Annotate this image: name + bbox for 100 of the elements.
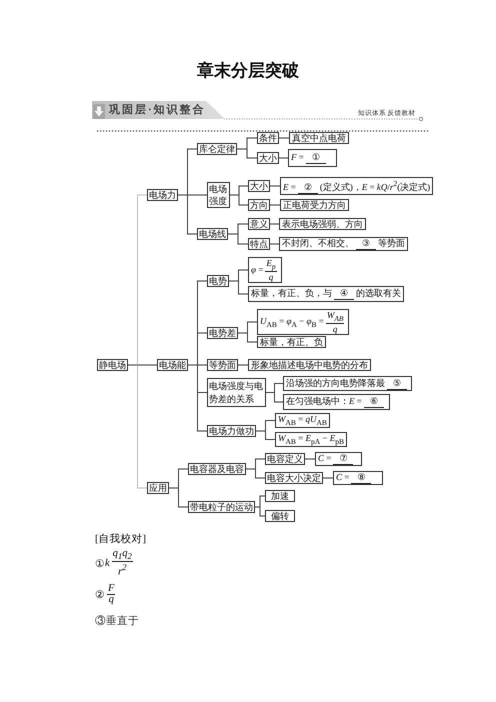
concept-box: 电场强度 [207, 182, 230, 208]
connector-line [255, 468, 266, 478]
note-text: 沿场强的方向电势降落最 [286, 378, 385, 388]
note-box: 真空中点电荷 [289, 132, 349, 144]
note-text: 标量，有正、负，与 [251, 288, 332, 298]
connector-line [236, 148, 248, 150]
connector-line [137, 194, 148, 366]
connector-line [270, 204, 280, 206]
formula-box [280, 177, 434, 195]
concept-box: 电容定义 [265, 453, 305, 465]
numerator: F [107, 584, 116, 594]
note-text: 不封闭、不相交、 [282, 238, 354, 248]
fill-in-line: ⑤ [387, 378, 407, 390]
connector-line [274, 392, 284, 402]
banner-heading: 巩固层·知识整合 [109, 103, 206, 117]
connector-line [255, 458, 266, 470]
concept-box: 静电场 [97, 359, 128, 371]
concept-box: 偏转 [265, 510, 295, 522]
connector-line [247, 322, 258, 334]
connector-line [197, 364, 208, 366]
connector-line [228, 280, 239, 282]
connector-line [178, 488, 188, 508]
concept-box: 电容器及电容 [188, 463, 246, 475]
fill-in-line: ③ [356, 238, 376, 250]
numerator: E$_{p}$ [265, 258, 277, 272]
formula-box: W$_{AB}$ = E$_{pA}$ − E$_{pB}$ [275, 432, 348, 447]
note-box [248, 286, 404, 302]
numerator: W$_{AB}$ [326, 310, 344, 324]
connector-line [238, 270, 248, 282]
connector-line [197, 364, 208, 432]
concept-box: 特点 [248, 238, 270, 250]
formula-text: k [105, 558, 110, 568]
note-box: 形象地描述电场中电势的分布 [248, 359, 371, 371]
connector-line [265, 420, 276, 432]
concept-box: 加速 [265, 490, 295, 502]
denominator: q [108, 594, 115, 604]
answer-number: ② [95, 588, 105, 600]
connector-line [238, 280, 248, 294]
connector-line [187, 194, 198, 234]
formula-box [288, 149, 337, 167]
formula-box [315, 452, 362, 466]
connector-line [265, 430, 276, 440]
connector-line [178, 194, 188, 196]
connector-line [260, 506, 266, 516]
section-heading: [自我校对] [95, 533, 146, 546]
formula-text: F = [291, 152, 304, 162]
connector-line [188, 364, 198, 366]
connector-line [256, 430, 266, 432]
connector-line [260, 496, 266, 508]
connector-line [238, 194, 248, 206]
formula-box: W$_{AB}$ = qU$_{AB}$ [275, 413, 330, 428]
formula-box [248, 257, 282, 283]
concept-box: 条件 [257, 132, 279, 144]
concept-box: 电场力 [147, 189, 178, 201]
connector-line [266, 392, 275, 393]
connector-line [247, 332, 258, 342]
concept-box: 电场线 [197, 228, 228, 240]
note-box: 标量，有正、负 [257, 336, 326, 348]
formula-text: E = [283, 182, 296, 192]
connector-line [197, 332, 208, 366]
connector-line [238, 224, 248, 234]
note-box [283, 394, 390, 410]
connector-line [178, 468, 188, 488]
note-text: 等势面 [378, 238, 405, 248]
connector-line [238, 186, 248, 196]
note-box: 正电荷受力方向 [280, 199, 349, 211]
formula-box [333, 471, 383, 485]
concept-box: 电势 [207, 275, 229, 287]
denominator: q [268, 272, 274, 282]
fill-in-line: ⑥ [364, 396, 384, 408]
connector-line [274, 383, 284, 393]
denominator: q [332, 324, 338, 334]
concept-box: 大小 [248, 180, 270, 192]
concept-box: 应用 [147, 482, 169, 494]
fill-in-line: ④ [334, 288, 354, 300]
fill-in-line: ② [298, 182, 318, 194]
note-text: 的选取有关 [356, 288, 401, 298]
note-text: 在匀强电场中：E = [286, 396, 362, 406]
concept-box: 等势面 [207, 359, 238, 371]
connector-line [187, 148, 198, 196]
page-title: 章末分层突破 [197, 61, 299, 81]
note-box [279, 237, 408, 251]
denominator: r$^{2}$ [117, 562, 128, 578]
connector-line [304, 458, 316, 460]
connector-line [230, 194, 240, 196]
answer-number: ① [95, 558, 105, 570]
formula-text: φ = [251, 264, 264, 274]
connector-line [137, 364, 158, 366]
concept-box: 电场能 [157, 359, 188, 371]
concept-box: 电场力做功 [207, 425, 256, 437]
formula-text: (定义式)，E = kQ/r$^{2}$(决定式) [320, 182, 430, 192]
concept-box: 大小 [257, 152, 279, 164]
concept-box: 电势差 [207, 327, 238, 339]
connector-line [246, 138, 258, 150]
concept-box: 意义 [248, 218, 270, 230]
fill-in-line: ⑧ [351, 472, 372, 484]
connector-line [254, 506, 260, 508]
connector-line [238, 234, 248, 244]
fill-in-line: ⑦ [333, 453, 354, 465]
note-box [283, 376, 412, 391]
